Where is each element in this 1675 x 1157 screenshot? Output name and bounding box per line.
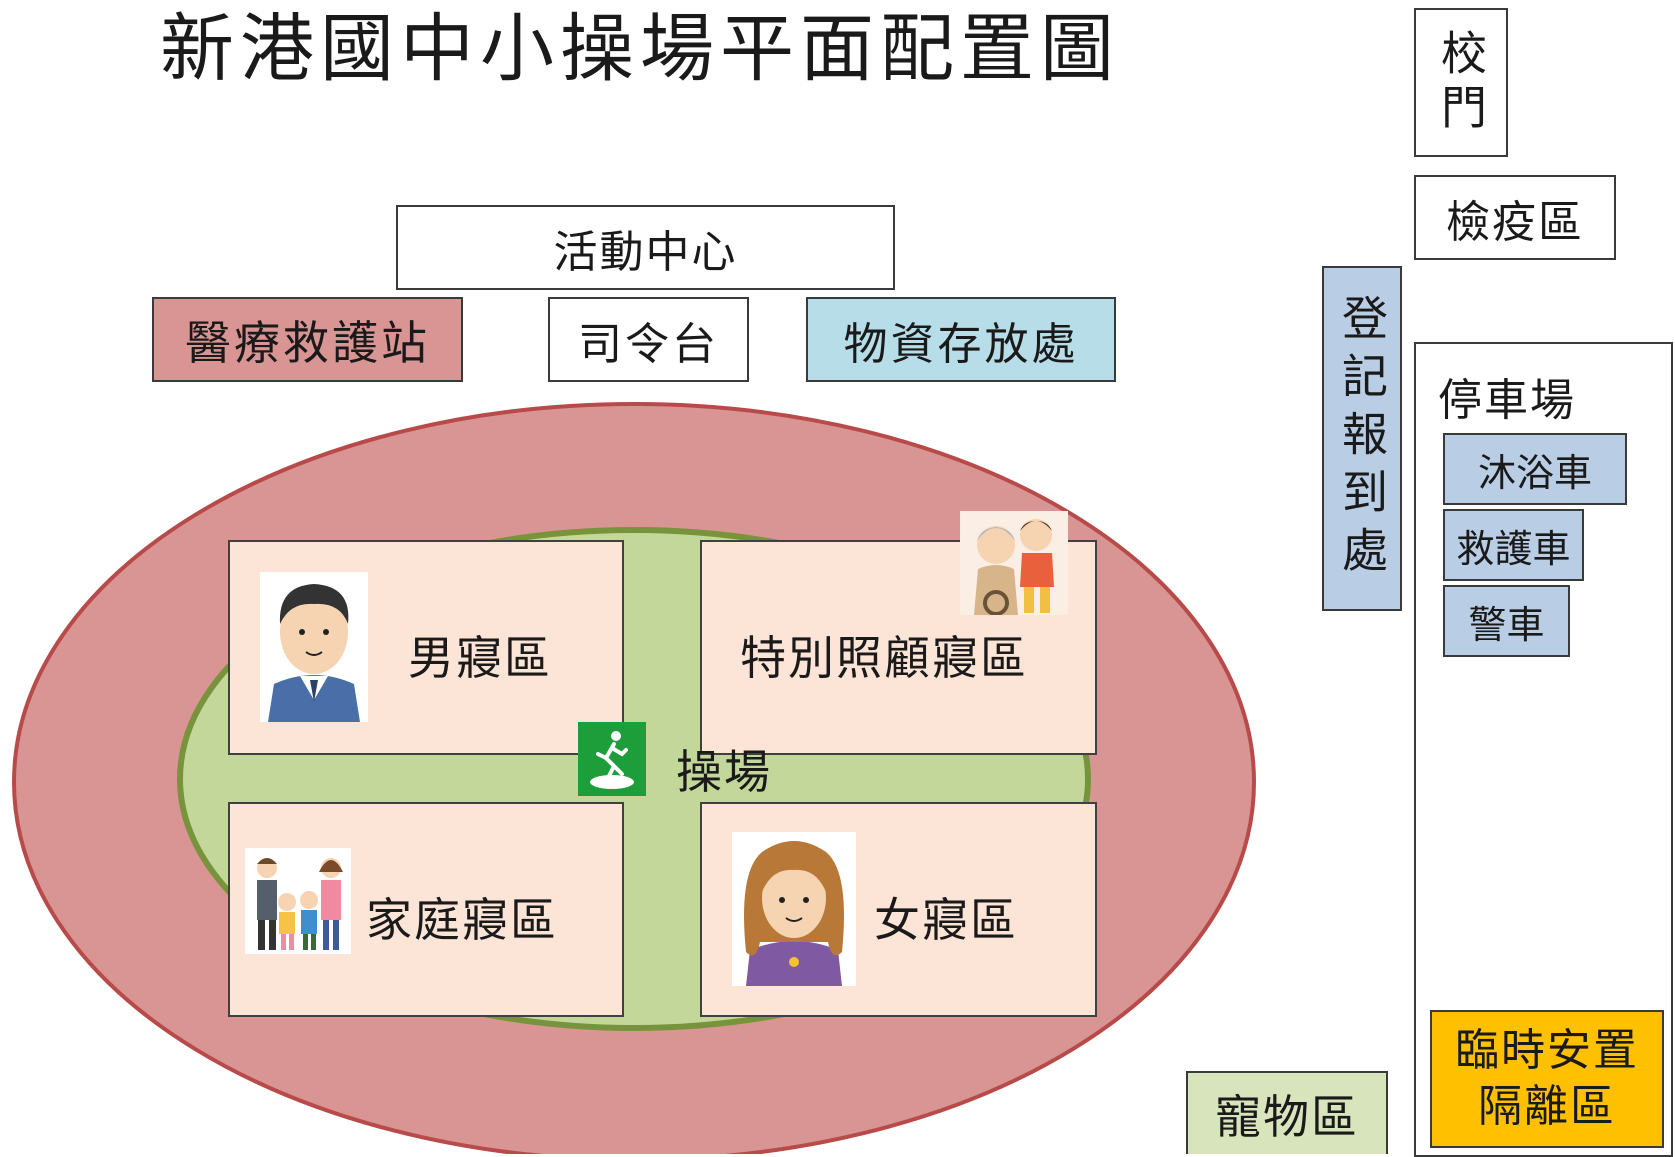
police-car-label: 警車 bbox=[1468, 602, 1545, 647]
medical-station: 醫療救護站 bbox=[152, 297, 463, 382]
activity-center-label: 活動中心 bbox=[553, 226, 738, 278]
medical-station-label: 醫療救護站 bbox=[185, 315, 430, 370]
school-gate-label: 校門 bbox=[1434, 28, 1488, 137]
family-dorm-label: 家庭寢區 bbox=[366, 893, 558, 947]
male-dorm-area: 男寢區 bbox=[228, 540, 624, 755]
isolation-zone-line1: 臨時安置 bbox=[1455, 1025, 1639, 1076]
school-gate: 校門 bbox=[1414, 8, 1508, 157]
isolation-zone-line2: 隔離區 bbox=[1478, 1081, 1616, 1132]
activity-center: 活動中心 bbox=[396, 205, 895, 290]
family-icon bbox=[245, 848, 351, 954]
male-dorm-label: 男寢區 bbox=[408, 631, 552, 685]
family-dorm-area: 家庭寢區 bbox=[228, 802, 624, 1017]
running-exit-icon bbox=[578, 722, 646, 796]
podium-label: 司令台 bbox=[578, 318, 719, 370]
page-title: 新港國中小操場平面配置圖 bbox=[160, 6, 1120, 92]
female-dorm-area: 女寢區 bbox=[700, 802, 1097, 1017]
pet-area-label: 寵物區 bbox=[1215, 1089, 1359, 1144]
shower-truck: 沐浴車 bbox=[1443, 433, 1627, 505]
female-dorm-label: 女寢區 bbox=[874, 893, 1018, 947]
isolation-zone: 臨時安置 隔離區 bbox=[1430, 1010, 1664, 1148]
police-car: 警車 bbox=[1443, 585, 1570, 657]
elderly-care-icon bbox=[960, 511, 1068, 615]
special-care-dorm-label: 特別照顧寢區 bbox=[740, 631, 1028, 685]
podium: 司令台 bbox=[548, 297, 749, 382]
registration-desk-label: 登記報到處 bbox=[1335, 293, 1389, 584]
ambulance-label: 救護車 bbox=[1456, 526, 1571, 571]
special-care-dorm-area: 特別照顧寢區 bbox=[700, 511, 1097, 755]
supplies-storage: 物資存放處 bbox=[806, 297, 1116, 382]
pet-area: 寵物區 bbox=[1186, 1071, 1388, 1154]
ambulance: 救護車 bbox=[1443, 509, 1584, 581]
registration-desk: 登記報到處 bbox=[1322, 266, 1402, 611]
woman-avatar-icon bbox=[732, 832, 856, 986]
parking-lot-label: 停車場 bbox=[1438, 375, 1576, 426]
playground-label: 操場 bbox=[676, 745, 772, 799]
supplies-storage-label: 物資存放處 bbox=[843, 318, 1079, 370]
quarantine-zone: 檢疫區 bbox=[1414, 175, 1616, 260]
man-avatar-icon bbox=[260, 572, 368, 722]
shower-truck-label: 沐浴車 bbox=[1477, 450, 1592, 495]
quarantine-zone-label: 檢疫區 bbox=[1446, 196, 1584, 248]
